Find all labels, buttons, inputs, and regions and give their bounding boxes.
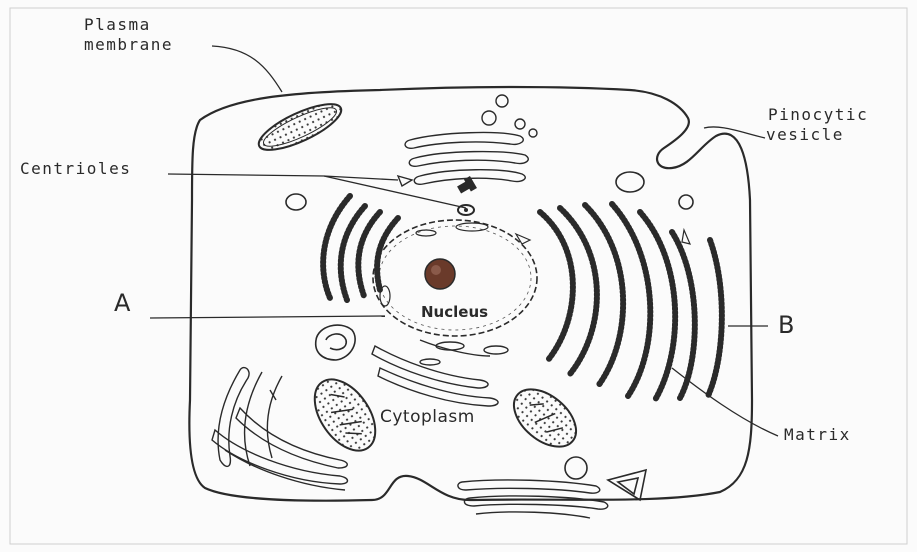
plasma-membrane-label-line2: membrane <box>84 36 173 54</box>
matrix-label: Matrix <box>784 426 851 444</box>
label-a: A <box>114 290 130 316</box>
smooth-er-center <box>372 340 508 406</box>
nucleolus <box>425 259 455 289</box>
rough-er-right <box>540 204 722 400</box>
plasma-membrane-label-line1: Plasma <box>84 16 151 34</box>
cytoplasm-label: Cytoplasm <box>380 408 475 427</box>
golgi-top <box>398 95 537 186</box>
nucleus-label: Nucleus <box>421 304 488 321</box>
pinocytic-vesicle-label-line2: vesicle <box>766 126 844 144</box>
pinocytic-vesicle-label-line1: Pinocytic <box>768 106 868 124</box>
vesicles <box>286 172 693 500</box>
centrioles-drawing <box>457 176 477 215</box>
label-b: B <box>778 312 794 338</box>
centrioles-label: Centrioles <box>20 160 131 178</box>
